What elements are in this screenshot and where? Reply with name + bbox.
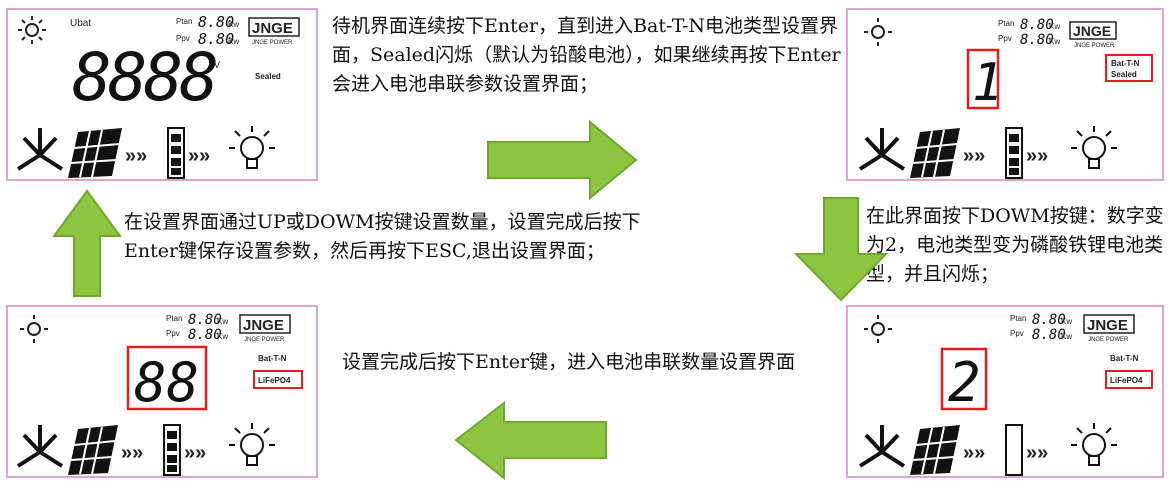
main-digits: 8888 (72, 39, 216, 116)
ptan-value: 8.80 (1032, 312, 1066, 328)
lcd-panel-battype-lifepo4: Ptan 8.80 Kw Ppv 8.80 Kw JNGE JNGE POWER… (846, 305, 1164, 478)
light-icon (20, 315, 48, 343)
kw-label: Kw (228, 20, 239, 29)
light-icon (864, 18, 892, 46)
kw-label: Kw (228, 37, 239, 46)
digit-highlight-box (126, 345, 208, 411)
lightbulb-icon (1071, 423, 1117, 466)
battery-icon (1005, 127, 1023, 179)
flow-arrows-icon: »» (188, 145, 210, 167)
wind-turbine-icon (858, 425, 906, 468)
brand-logo-frame (1069, 21, 1117, 40)
brand-logo-frame (1083, 314, 1135, 334)
lightbulb-icon (229, 423, 275, 466)
unit-label: V (214, 60, 220, 70)
flow-arrows-icon: »» (963, 442, 985, 464)
flow-arrows-icon: »» (121, 442, 143, 464)
brand-logo-frame (239, 314, 291, 334)
caption-right: 在此界面按下DOWM按键：数字变为2，电池类型变为磷酸铁锂电池类型，并且闪烁； (866, 205, 1164, 285)
battery-type-status: Sealed (255, 72, 281, 81)
battery-type-status: LiFePO4 (258, 376, 291, 385)
ppv-value: 8.80 (1032, 327, 1066, 343)
wind-turbine-icon (858, 128, 906, 171)
digit-highlight-box (940, 347, 988, 411)
solar-panel-icon (68, 425, 118, 475)
solar-panel-icon (910, 128, 960, 178)
light-icon (864, 315, 892, 343)
caption-top: 待机界面连续按下Enter，直到进入Bat-T-N电池类型设置界面，Sealed… (332, 15, 841, 95)
ptan-label: Ptan (1010, 314, 1026, 323)
brand-logo-sub: JNGE POWER (252, 40, 293, 46)
ppv-label: Ppv (176, 34, 190, 43)
kw-label: Kw (217, 332, 228, 341)
ubat-label: Ubat (70, 18, 91, 29)
brand-logo-sub: JNGE POWER (1088, 337, 1129, 343)
caption-bottom: 设置完成后按下Enter键，进入电池串联数量设置界面 (342, 351, 796, 373)
ppv-value: 8.80 (198, 30, 234, 48)
brand-logo-frame (248, 17, 300, 37)
ppv-label: Ppv (1010, 329, 1024, 338)
solar-panel-icon (68, 128, 122, 178)
battery-icon (167, 127, 185, 179)
flow-arrows-icon: »» (1026, 442, 1048, 464)
arrow-left (454, 400, 607, 481)
battery-type-status: Sealed (1111, 70, 1137, 79)
kw-label: Kw (1061, 332, 1072, 341)
lightbulb-icon (1071, 126, 1117, 169)
ppv-label: Ppv (998, 34, 1012, 43)
series-count-digit: 88 (134, 351, 199, 414)
kw-label: Kw (217, 317, 228, 326)
brand-logo: JNGE (1073, 23, 1111, 39)
lcd-panel-battype-sealed: Ptan 8.80 Kw Ppv 8.80 Kw JNGE JNGE POWER… (846, 8, 1164, 181)
ptan-value: 8.80 (198, 13, 234, 31)
battery-type-label: Bat-T-N (1111, 59, 1140, 68)
ptan-label: Ptan (998, 19, 1014, 28)
battery-type-label: Bat-T-N (1110, 354, 1139, 363)
series-count-digit: 1 (972, 53, 1003, 113)
flow-arrows-icon: »» (125, 145, 147, 167)
kw-label: Kw (1049, 37, 1060, 46)
kw-label: Kw (1049, 22, 1060, 31)
ppv-value: 8.80 (1020, 32, 1054, 48)
arrow-right (487, 119, 638, 201)
wind-turbine-icon (16, 425, 64, 468)
arrow-down (793, 197, 889, 302)
flow-arrows-icon: »» (1026, 145, 1048, 167)
battery-icon (163, 424, 181, 476)
lcd-panel-standby: Ubat Ptan 8.80 Kw Ppv 8.80 Kw JNGE JNGE … (6, 8, 318, 181)
battype-highlight-box (1105, 370, 1153, 389)
flow-arrows-icon: »» (184, 442, 206, 464)
brand-logo: JNGE (252, 20, 293, 37)
kw-label: Kw (1061, 317, 1072, 326)
lightbulb-icon (229, 126, 275, 169)
battype-highlight-box (1105, 54, 1153, 82)
lcd-panel-series-count: Ptan 8.80 Kw Ppv 8.80 Kw JNGE JNGE POWER… (6, 305, 318, 478)
flow-arrows-icon: »» (963, 145, 985, 167)
brand-logo-sub: JNGE POWER (244, 337, 285, 343)
wind-turbine-icon (16, 128, 64, 171)
ppv-value: 8.80 (188, 327, 222, 343)
battery-type-label: Bat-T-N (258, 354, 287, 363)
battype-highlight-box (253, 370, 303, 389)
digit-highlight-box (966, 48, 1000, 110)
ppv-label: Ppv (166, 329, 180, 338)
ptan-value: 8.80 (188, 312, 222, 328)
ptan-label: Ptan (176, 17, 192, 26)
caption-left: 在设置界面通过UP或DOWM按键设置数量，设置完成后按下Enter键保存设置参数… (124, 211, 641, 262)
series-count-digit: 2 (948, 351, 981, 414)
solar-panel-icon (910, 425, 960, 475)
ptan-value: 8.80 (1020, 17, 1054, 33)
arrow-up (52, 189, 122, 297)
battery-icon (1005, 424, 1023, 476)
brand-logo: JNGE (243, 317, 284, 334)
brand-logo: JNGE (1087, 317, 1128, 334)
light-icon (18, 16, 46, 44)
ptan-label: Ptan (166, 314, 182, 323)
brand-logo-sub: JNGE POWER (1074, 43, 1115, 49)
battery-type-status: LiFePO4 (1110, 376, 1143, 385)
